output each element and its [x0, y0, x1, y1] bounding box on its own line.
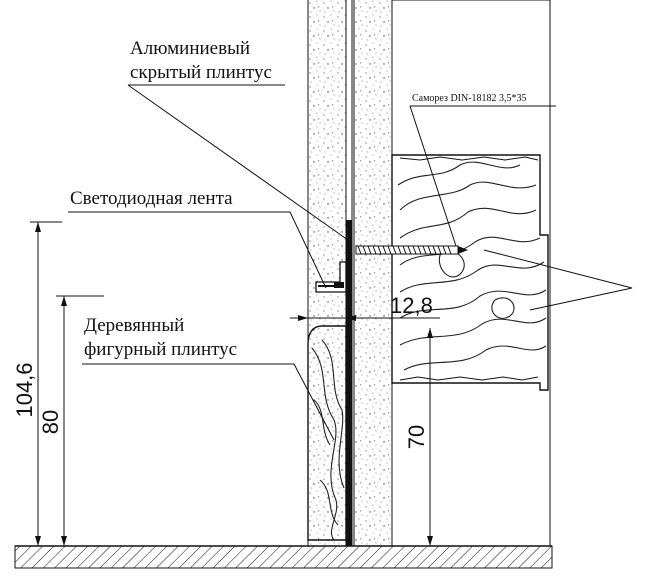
dimension-wood-height	[56, 295, 104, 546]
dimension-gap	[290, 315, 440, 321]
callout-arrow	[483, 249, 633, 311]
dim-total-height: 104,6	[12, 362, 37, 417]
label-wood-line1: Деревянный	[84, 315, 184, 336]
leader-led	[68, 211, 327, 289]
label-wood-line2: фигурный плинтус	[84, 339, 237, 360]
wall-board-right	[351, 0, 393, 546]
wooden-beam	[391, 154, 549, 391]
label-aluminium-line1: Алюминиевый	[130, 38, 250, 59]
dimension-total-height	[30, 221, 62, 546]
wooden-baseboard	[307, 325, 347, 541]
label-aluminium-line2: скрытый плинтус	[130, 62, 272, 83]
dim-gap: 12,8	[390, 293, 433, 318]
dim-beam-height: 70	[404, 425, 429, 449]
leader-aluminium	[127, 84, 349, 241]
aluminium-profile	[315, 220, 352, 546]
leader-wood	[82, 363, 335, 441]
leader-screw	[409, 105, 556, 247]
dimension-beam-height	[427, 328, 433, 546]
wall-outline	[392, 0, 551, 546]
dim-wood-height: 80	[38, 410, 63, 434]
label-led-strip: Светодиодная лента	[70, 188, 233, 209]
floor	[14, 545, 553, 569]
screw	[355, 245, 468, 255]
label-screw: Саморез DIN-18182 3,5*35	[412, 93, 527, 104]
